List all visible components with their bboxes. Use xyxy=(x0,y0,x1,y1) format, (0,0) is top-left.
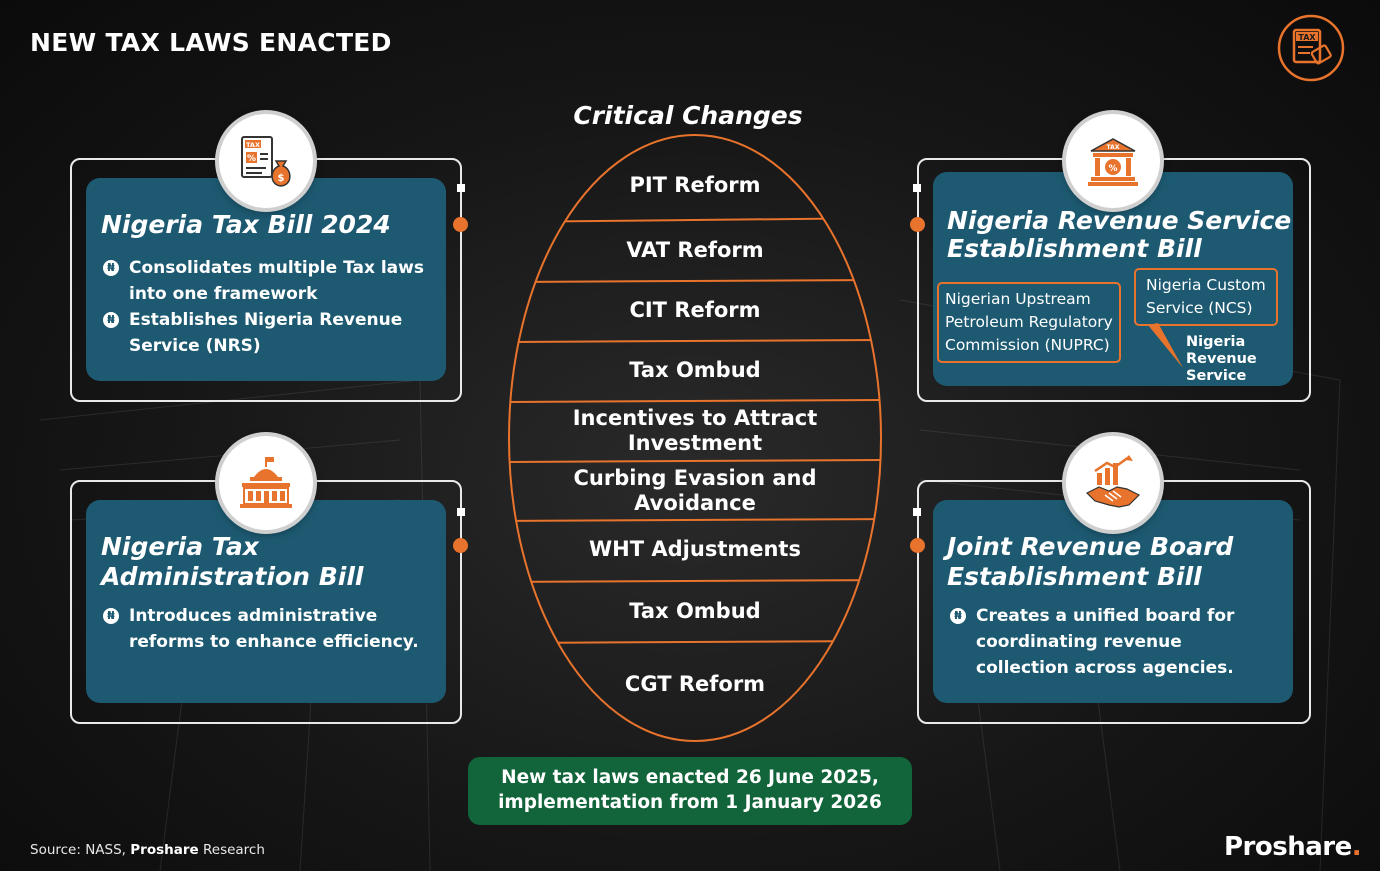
nrs-result-label: Nigeria Revenue Service xyxy=(1186,334,1257,385)
naira-bullet-icon: ₦ xyxy=(103,312,119,328)
administration-title-line1: Nigeria Tax xyxy=(101,532,259,561)
change-item-cgt: CGT Reform xyxy=(624,672,766,696)
change-item-evasion-text: Curbing Evasion and Avoidance xyxy=(573,466,817,515)
tax-document-money-bag-icon: TAX % $ xyxy=(241,136,291,187)
administration-bullet-1-text: Introduces administrative reforms to enh… xyxy=(129,606,419,652)
nrs-result-line1: Nigeria xyxy=(1186,334,1246,350)
change-item-tax-ombud: Tax Ombud xyxy=(629,358,761,382)
connector-dot xyxy=(910,538,925,553)
change-item-evasion: Curbing Evasion and Avoidance xyxy=(540,466,850,516)
connector-dot xyxy=(453,217,468,232)
svg-text:$: $ xyxy=(278,173,285,184)
enactment-line1: New tax laws enacted 26 June 2025, xyxy=(501,767,879,788)
joint-revenue-icon-badge xyxy=(1066,436,1160,530)
naira-bullet-icon: ₦ xyxy=(950,608,966,624)
revenue-service-icon-badge: TAX % xyxy=(1066,114,1160,208)
connector-square xyxy=(457,508,465,516)
joint-revenue-card xyxy=(933,500,1293,703)
administration-card xyxy=(86,500,446,703)
agency-ncs-line1: Nigeria Custom xyxy=(1146,276,1266,294)
change-item-cit: CIT Reform xyxy=(629,298,761,322)
joint-revenue-bullet-1: ₦ Creates a unified board for coordinatin… xyxy=(950,603,1280,681)
tax-bank-building-icon: TAX % xyxy=(1088,138,1138,186)
change-item-tax-ombud-2: Tax Ombud xyxy=(629,599,761,623)
tax-receipt-icon: TAX xyxy=(1277,14,1345,82)
source-suffix: Research xyxy=(202,842,265,858)
handshake-growth-chart-icon xyxy=(1085,455,1141,508)
connector-square xyxy=(913,508,921,516)
brand-name: Proshare xyxy=(1224,832,1352,862)
tax-bill-bullets: ₦ Consolidates multiple Tax laws into one… xyxy=(103,255,443,359)
administration-title: Nigeria Tax Administration Bill xyxy=(101,532,363,592)
tax-bill-bullet-1-text: Consolidates multiple Tax laws into one … xyxy=(129,258,424,304)
change-item-vat: VAT Reform xyxy=(626,238,764,262)
change-item-wht: WHT Adjustments xyxy=(589,537,801,561)
administration-icon-badge xyxy=(219,436,313,530)
joint-revenue-bullets: ₦ Creates a unified board for coordinatin… xyxy=(950,603,1280,681)
agency-nuprc-line3: Commission (NUPRC) xyxy=(945,336,1110,354)
revenue-service-title-line2: Establishment Bill xyxy=(947,234,1202,263)
revenue-service-title-line1: Nigeria Revenue Service xyxy=(947,206,1292,235)
svg-text:TAX: TAX xyxy=(1107,144,1120,151)
change-item-incentives-text: Incentives to Attract Investment xyxy=(572,406,818,455)
tax-bill-bullet-1: ₦ Consolidates multiple Tax laws into one… xyxy=(103,255,443,307)
joint-revenue-bullet-1-text: Creates a unified board for coordinating… xyxy=(976,606,1235,678)
connector-dot xyxy=(910,217,925,232)
agency-nuprc-box: Nigerian Upstream Petroleum Regulatory C… xyxy=(937,282,1121,363)
brand-dot: . xyxy=(1351,832,1362,862)
svg-text:TAX: TAX xyxy=(1298,33,1316,42)
connector-dot xyxy=(453,538,468,553)
joint-revenue-title-line1: Joint Revenue Board xyxy=(947,532,1234,561)
agency-nuprc-line1: Nigerian Upstream xyxy=(945,290,1091,308)
enactment-line2: implementation from 1 January 2026 xyxy=(498,792,882,813)
administration-title-line2: Administration Bill xyxy=(101,562,364,591)
brand-logo: Proshare. xyxy=(1224,832,1362,862)
tax-bill-bullet-2-text: Establishes Nigeria Revenue Service (NRS… xyxy=(129,310,403,356)
source-prefix: Source: NASS, xyxy=(30,842,126,858)
tax-bill-bullet-2: ₦ Establishes Nigeria Revenue Service (NR… xyxy=(103,307,443,359)
svg-text:TAX: TAX xyxy=(246,141,260,149)
connector-square xyxy=(457,184,465,192)
tax-bill-icon-badge: TAX % $ xyxy=(219,114,313,208)
page-title: NEW TAX LAWS ENACTED xyxy=(30,28,392,57)
tax-bill-title: Nigeria Tax Bill 2024 xyxy=(101,210,391,239)
svg-text:%: % xyxy=(1108,164,1117,174)
source-brand: Proshare xyxy=(130,842,199,858)
enactment-banner: New tax laws enacted 26 June 2025, imple… xyxy=(468,757,912,825)
joint-revenue-title-line2: Establishment Bill xyxy=(947,562,1202,591)
nrs-result-line2: Revenue xyxy=(1186,351,1257,367)
critical-changes-title: Critical Changes xyxy=(573,101,803,130)
administration-bullets: ₦ Introduces administrative reforms to en… xyxy=(103,603,443,655)
agency-nuprc-line2: Petroleum Regulatory xyxy=(945,313,1113,331)
revenue-service-title: Nigeria Revenue Service Establishment Bi… xyxy=(947,207,1291,263)
administration-bullet-1: ₦ Introduces administrative reforms to en… xyxy=(103,603,443,655)
nrs-result-line3: Service xyxy=(1186,368,1247,384)
agency-ncs-box: Nigeria Custom Service (NCS) xyxy=(1134,268,1278,326)
source-note: Source: NASS, Proshare Research xyxy=(30,842,265,858)
joint-revenue-title: Joint Revenue Board Establishment Bill xyxy=(947,532,1233,592)
change-item-pit: PIT Reform xyxy=(629,173,761,197)
svg-text:%: % xyxy=(247,154,256,164)
agency-ncs-line2: Service (NCS) xyxy=(1146,299,1253,317)
naira-bullet-icon: ₦ xyxy=(103,260,119,276)
tax-bill-card xyxy=(86,178,446,381)
change-item-incentives: Incentives to Attract Investment xyxy=(540,406,850,456)
connector-square xyxy=(913,184,921,192)
merge-arrow-icon xyxy=(1148,323,1183,368)
naira-bullet-icon: ₦ xyxy=(103,608,119,624)
government-building-icon xyxy=(240,457,292,508)
